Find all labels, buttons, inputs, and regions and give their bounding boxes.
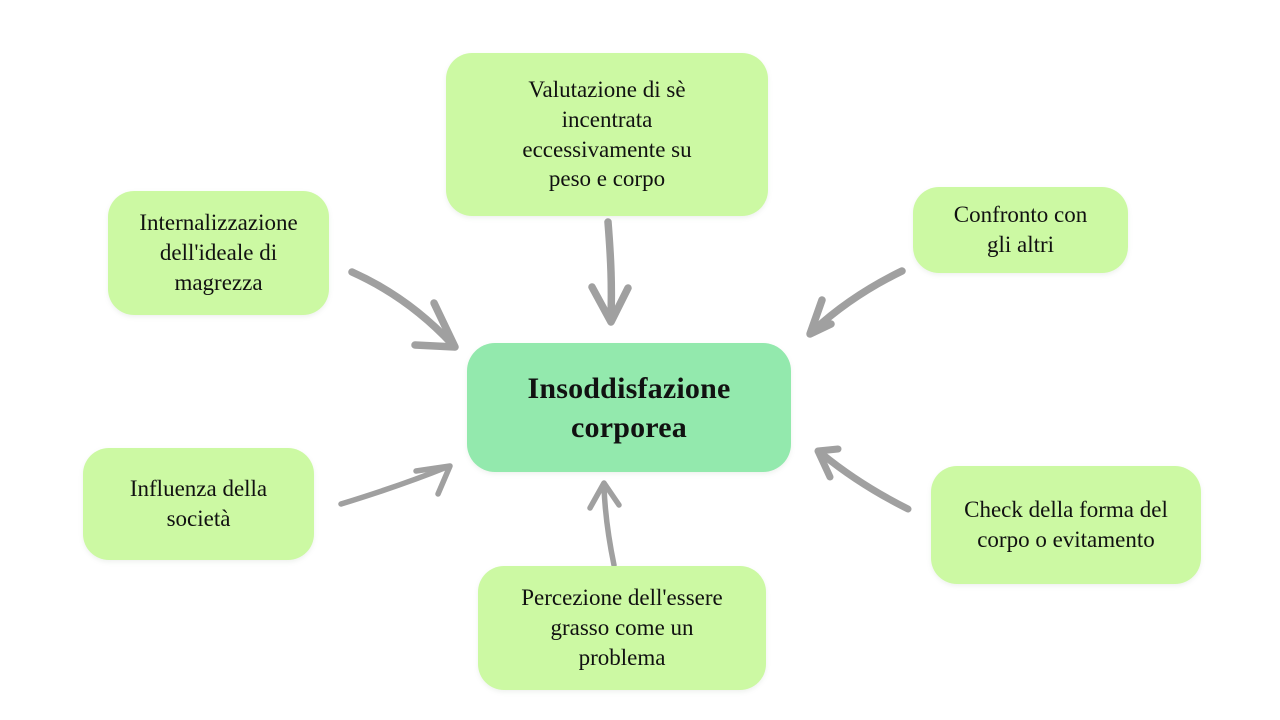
arrow-internalizzazione-to-center xyxy=(348,268,459,351)
node-confronto[interactable]: Confronto con gli altri xyxy=(913,187,1128,273)
arrow-confronto-to-center xyxy=(806,267,906,338)
arrow-valutazione-to-center xyxy=(588,218,632,326)
arrow-influenza-to-center xyxy=(338,463,453,507)
arrow-check-to-center xyxy=(814,445,912,513)
node-percezione[interactable]: Percezione dell'essere grasso come un pr… xyxy=(478,566,766,690)
node-internalizzazione[interactable]: Internalizzazione dell'ideale di magrezz… xyxy=(108,191,329,315)
node-valutazione[interactable]: Valutazione di sè incentrata eccessivame… xyxy=(446,53,768,216)
node-influenza[interactable]: Influenza della società xyxy=(83,448,314,560)
node-center-insoddisfazione-corporea[interactable]: Insoddisfazione corporea xyxy=(467,343,791,472)
arrow-percezione-to-center xyxy=(587,480,622,568)
node-check[interactable]: Check della forma del corpo o evitamento xyxy=(931,466,1201,584)
